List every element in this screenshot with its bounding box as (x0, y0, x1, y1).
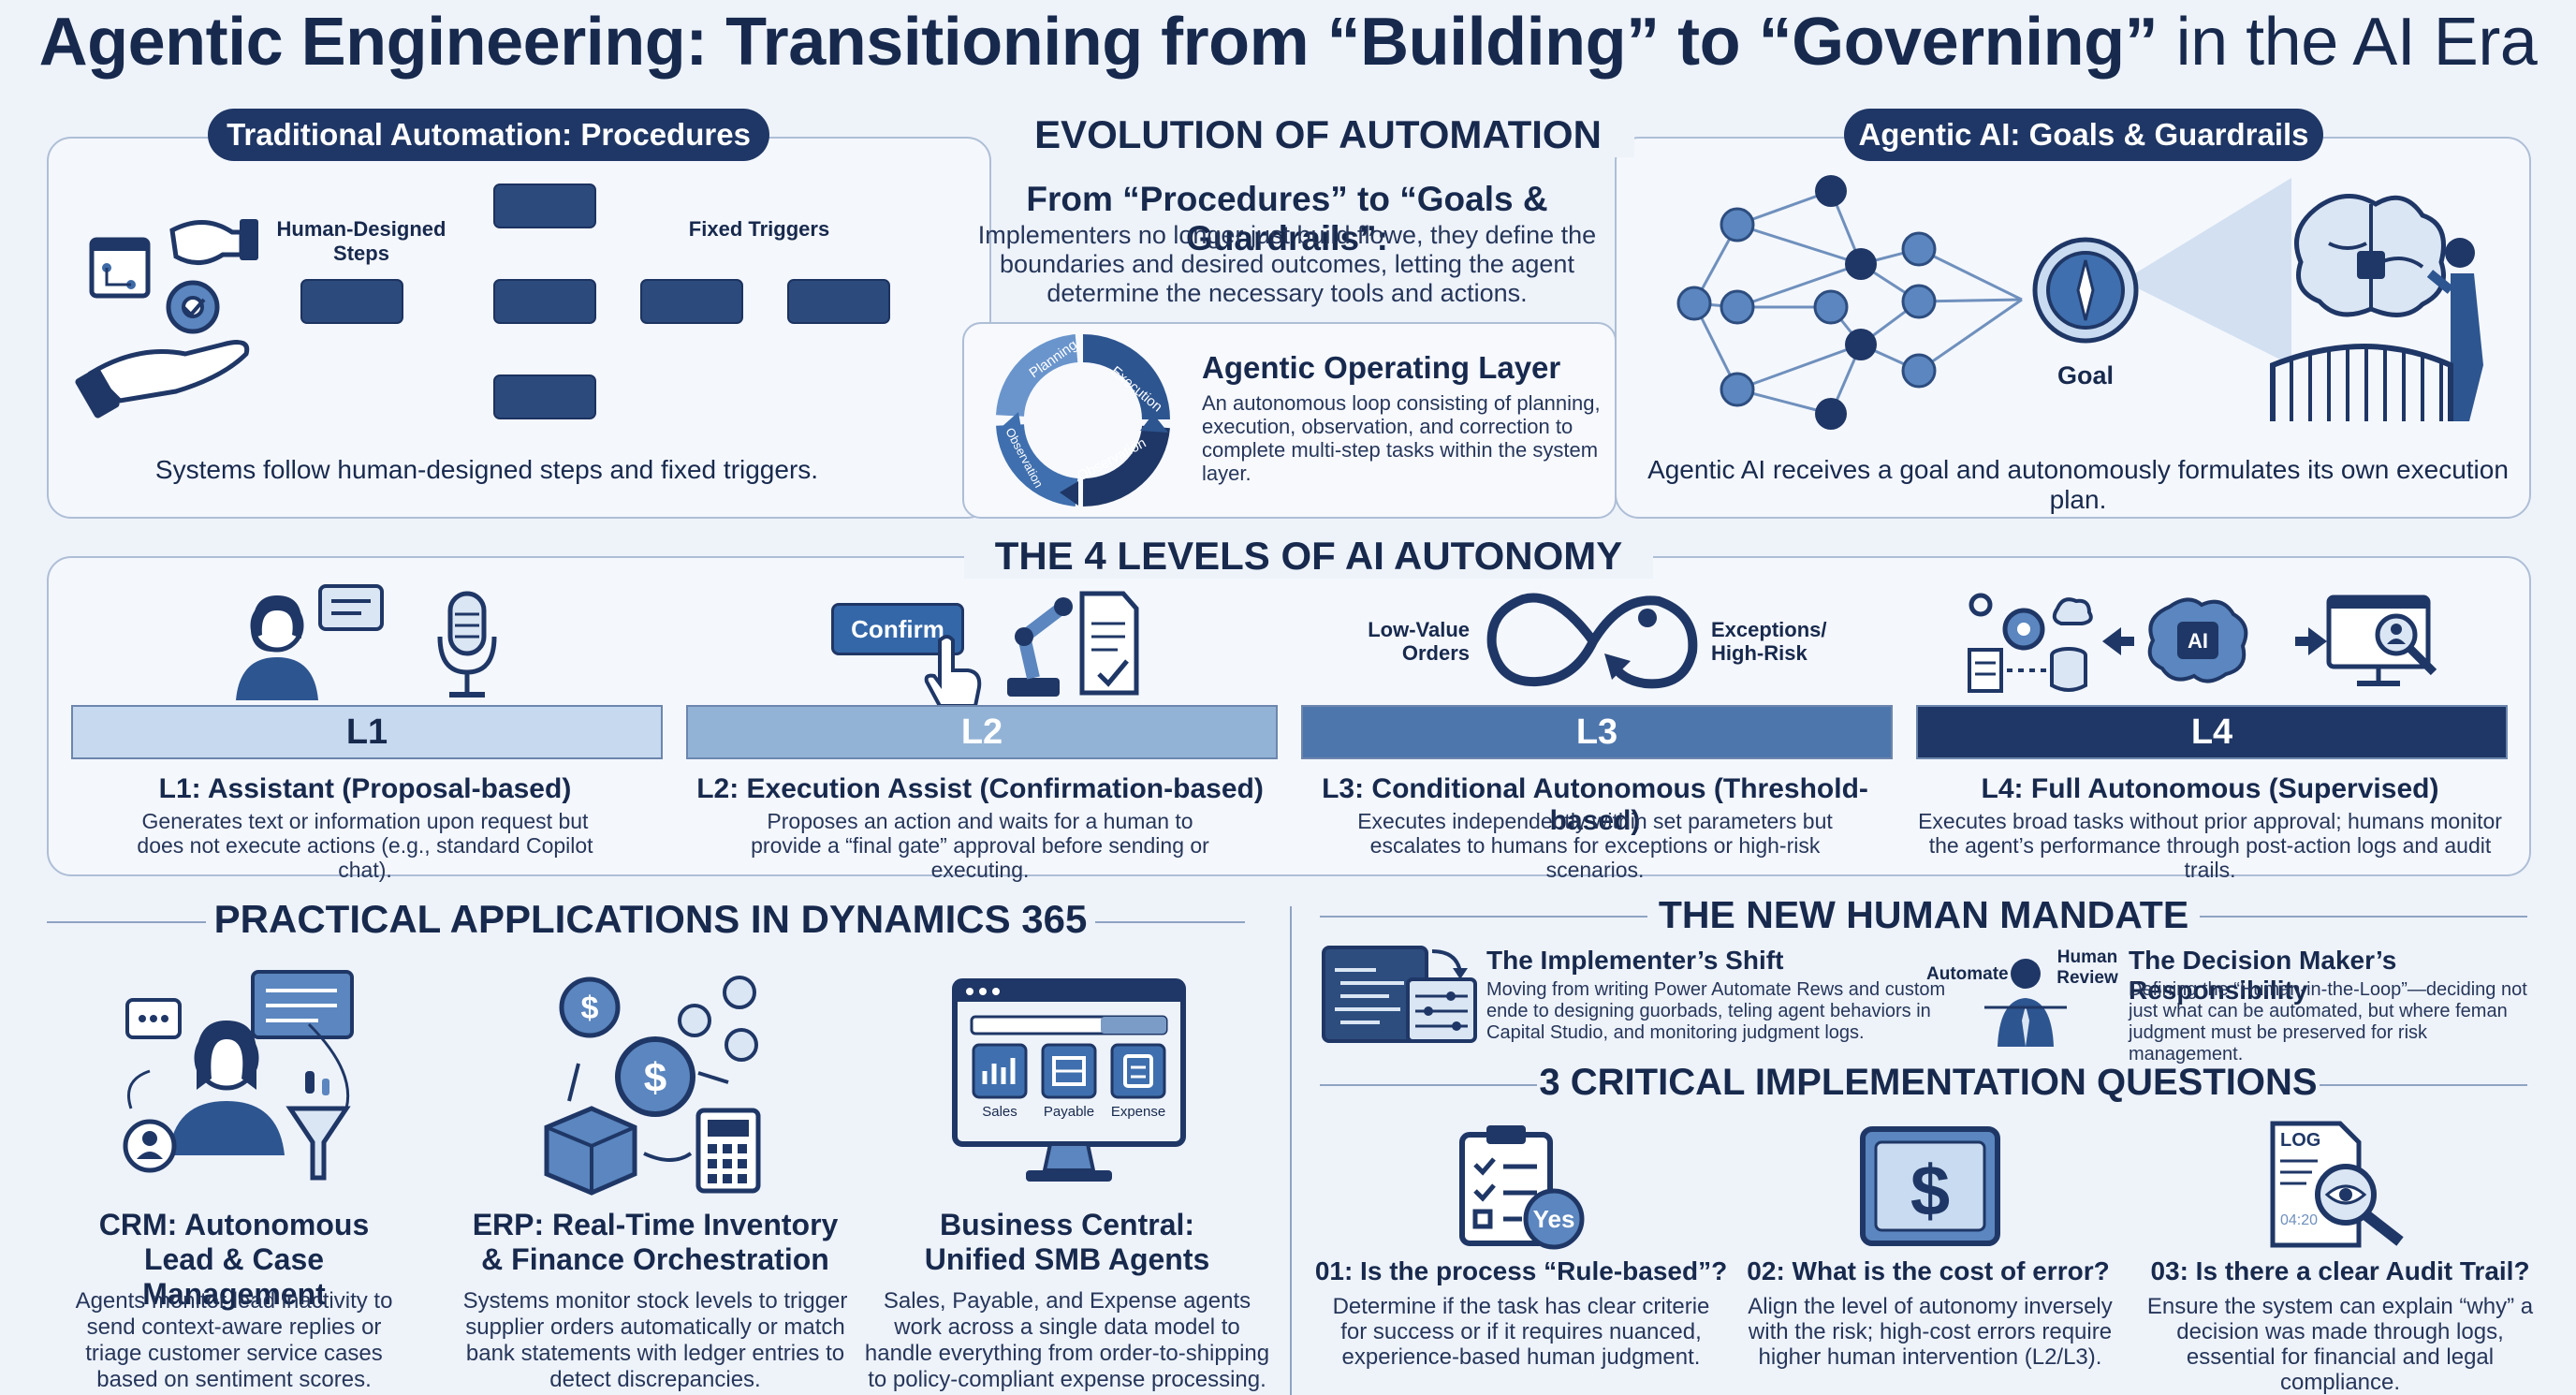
mandate-rule-right (2200, 916, 2527, 918)
level-title-l4: L4: Full Autonomous (Supervised) (1981, 773, 2439, 804)
automate-label: Automate (1926, 964, 2009, 984)
level-desc-l1: Generates text or information upon reque… (137, 809, 593, 882)
levels-heading: THE 4 LEVELS OF AI AUTONOMY (964, 534, 1653, 579)
log-label: LOG (2280, 1130, 2320, 1151)
vertical-divider (1290, 906, 1292, 1395)
cycle-loop-icon: Planning Execution Observation Observati… (996, 334, 1170, 507)
cursor-hand-icon (924, 635, 982, 708)
shift-text: Moving from writing Power Automate Rews … (1486, 979, 1946, 1043)
level-desc-l4: Executes broad tasks without prior appro… (1918, 809, 2502, 882)
business-central-monitor-icon: Sales Payable Expense (952, 978, 1186, 1182)
human-review-label: Human Review (2056, 947, 2118, 988)
low-value-label: Low-Value Orders (1368, 618, 1470, 665)
mandate-heading: THE NEW HUMAN MANDATE (1658, 893, 2189, 936)
clipboard-check-icon: Yes (1459, 1125, 1585, 1250)
questions-heading: 3 CRITICAL IMPLEMENTATION QUESTIONS (1539, 1062, 2318, 1103)
layer-title: Agentic Operating Layer (1202, 350, 1561, 385)
support-agent-icon (236, 584, 384, 700)
level-bar-l1: L1 (71, 705, 663, 759)
level-desc-l2: Proposes an action and waits for a human… (751, 809, 1209, 882)
shift-title: The Implementer’s Shift (1486, 946, 1784, 975)
layer-text: An autonomous loop consisting of plannin… (1202, 391, 1601, 485)
questions-rule-left (1320, 1084, 1537, 1086)
app-desc-crm: Agents monitor lead inactivity to send c… (75, 1288, 393, 1392)
level-title-l1: L1: Assistant (Proposal-based) (158, 773, 572, 804)
question-title-3: 03: Is there a clear Audit Trail? (2150, 1256, 2530, 1285)
traditional-caption: Systems follow human-designed steps and … (154, 455, 819, 484)
responsibility-text: Defining the “Human-in-the-Loop”—decidin… (2129, 979, 2527, 1065)
title-main: Agentic Engineering: Transitioning from … (38, 5, 2159, 80)
arrow-left-icon (2102, 627, 2134, 655)
question-desc-1: Determine if the task has clear criterie… (1332, 1294, 1710, 1370)
practical-rule-right (1095, 921, 1245, 923)
step-box (493, 374, 596, 419)
exceptions-label: Exceptions/ High-Risk (1711, 618, 1827, 665)
practical-rule-left (47, 921, 206, 923)
svg-text:$: $ (1910, 1152, 1950, 1231)
trigger-box (640, 279, 743, 324)
code-window-icon (1322, 946, 1477, 1043)
level-title-l2: L2: Execution Assist (Confirmation-based… (696, 773, 1264, 804)
level-bar-l4: L4 (1916, 705, 2508, 759)
level-bar-l3: L3 (1301, 705, 1893, 759)
erp-finance-icon: $ $ (544, 976, 761, 1196)
question-desc-3: Ensure the system can explain “why” a de… (2146, 1294, 2534, 1395)
dollar-screen-icon: $ (1860, 1126, 2000, 1246)
level-title-l3: L3: Conditional Autonomous (Threshold-ba… (1322, 773, 1868, 836)
practical-heading: PRACTICAL APPLICATIONS IN DYNAMICS 365 (213, 897, 1088, 941)
human-balance-icon (1984, 959, 2067, 1047)
page-title: Agentic Engineering: Transitioning from … (0, 4, 2576, 81)
step-box (493, 184, 596, 228)
app-title-crm: CRM: Autonomous Lead & Case Management (98, 1208, 370, 1311)
agentic-pill: Agentic AI: Goals & Guardrails (1844, 109, 2323, 161)
light-beam (2123, 178, 2291, 365)
responsibility-title: The Decision Maker’s Responsibility (2129, 946, 2397, 1005)
fixed-triggers-label: Fixed Triggers (688, 217, 830, 241)
step-box (300, 279, 403, 324)
microphone-icon (437, 591, 497, 698)
human-designed-label: Human-Designed Steps (276, 217, 446, 265)
bc-label-expense: Expense (1111, 1104, 1165, 1120)
goal-label: Goal (2056, 361, 2114, 389)
svg-text:$: $ (581, 991, 599, 1026)
from-heading: From “Procedures” to “Goals & Guardrails… (1026, 180, 1548, 257)
arrow-right-icon (2295, 627, 2327, 655)
question-desc-2: Align the level of autonomy inversely wi… (1748, 1294, 2113, 1370)
app-title-business-central: Business Central: Unified SMB Agents (924, 1208, 1210, 1276)
data-gears-icon (1968, 593, 2093, 693)
goal-compass-icon (2032, 237, 2139, 344)
bc-label-payable: Payable (1044, 1104, 1094, 1120)
from-text: Implementers no longer just build flowe,… (977, 221, 1597, 307)
traditional-pill: Traditional Automation: Procedures (208, 109, 769, 161)
question-title-1: 01: Is the process “Rule-based”? (1314, 1256, 1728, 1285)
yes-badge: Yes (1533, 1205, 1575, 1233)
level-bar-l2: L2 (686, 705, 1278, 759)
bc-label-sales: Sales (982, 1104, 1017, 1120)
ai-chip-label: AI (2188, 629, 2208, 653)
brain-guardrail-icon (2270, 194, 2483, 421)
log-time: 04:20 (2280, 1212, 2318, 1228)
threshold-loop-icon (1486, 593, 1698, 689)
evolution-heading: EVOLUTION OF AUTOMATION (1002, 112, 1634, 157)
app-desc-erp: Systems monitor stock levels to trigger … (462, 1288, 848, 1392)
hand-gear-icon (75, 219, 258, 418)
question-title-2: 02: What is the cost of error? (1747, 1256, 2110, 1285)
crm-agent-icon (123, 970, 354, 1181)
mandate-rule-left (1320, 916, 1647, 918)
agentic-caption: Agentic AI receives a goal and autonomou… (1647, 455, 2509, 514)
robot-arm-document-icon (1007, 591, 1139, 697)
app-desc-business-central: Sales, Payable, and Expense agents work … (864, 1288, 1270, 1392)
trigger-box (787, 279, 890, 324)
title-suffix: in the AI Era (2158, 5, 2538, 80)
agent-network-diagram (1676, 175, 2023, 430)
monitor-magnifier-icon (2326, 595, 2437, 686)
step-box (493, 279, 596, 324)
log-magnifier-icon: LOG 04:20 (2270, 1121, 2404, 1248)
level-desc-l3: Executes independently within set parame… (1357, 809, 1833, 882)
app-title-erp: ERP: Real-Time Inventory & Finance Orche… (472, 1208, 839, 1276)
questions-rule-right (2320, 1084, 2527, 1086)
ai-brain-icon: AI (2147, 597, 2248, 683)
svg-text:$: $ (644, 1055, 666, 1101)
